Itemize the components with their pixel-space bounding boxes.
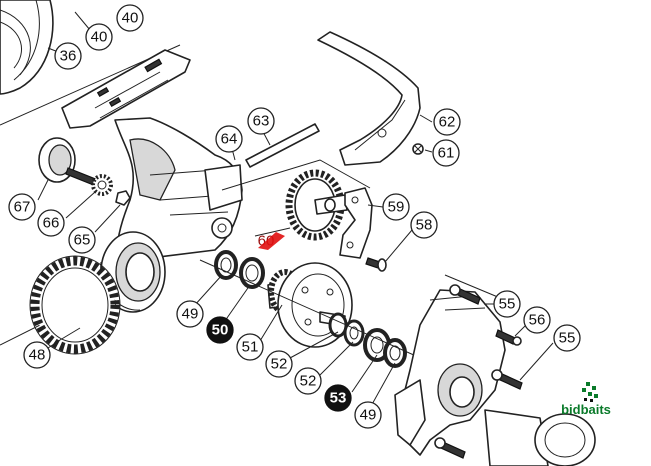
callout-61: 61 (432, 139, 460, 167)
svg-text:50: 50 (212, 322, 229, 339)
callout-66: 66 (37, 209, 65, 237)
bracket-part-59 (339, 187, 373, 259)
svg-text:53: 53 (330, 390, 347, 407)
bearing-part-50 (239, 257, 265, 289)
callout-40: 40 (116, 4, 144, 32)
screw-part-55b (491, 369, 523, 390)
svg-text:51: 51 (242, 339, 259, 356)
svg-text:55: 55 (559, 330, 576, 347)
pinion-gear-60 (285, 169, 348, 241)
svg-text:49: 49 (182, 306, 199, 323)
spool-part (0, 0, 54, 95)
callout-55: 55 (493, 290, 521, 318)
callout-67: 67 (8, 193, 36, 221)
callout-52: 52 (294, 367, 322, 395)
logo-icon (582, 382, 598, 402)
svg-text:65: 65 (74, 232, 91, 249)
nut-part-65 (115, 190, 131, 206)
callout-63: 63 (247, 107, 275, 135)
svg-text:36: 36 (60, 48, 77, 65)
logo-text: bidbaits (561, 402, 611, 417)
svg-text:40: 40 (122, 10, 139, 27)
watermark-logo: bidbaits (561, 382, 611, 417)
callout-56: 56 (523, 306, 551, 334)
callout-50: 50 (206, 316, 234, 344)
svg-text:62: 62 (439, 114, 456, 131)
svg-text:67: 67 (14, 199, 31, 216)
svg-text:61: 61 (438, 145, 455, 162)
cap-part (484, 409, 596, 466)
knob-part-67 (38, 137, 99, 187)
callout-55: 55 (553, 324, 581, 352)
callout-65: 65 (68, 226, 96, 254)
bearing-part-49b (383, 338, 407, 368)
washer-part-66 (91, 174, 113, 196)
screw-part-58 (365, 257, 387, 272)
callout-62: 62 (433, 108, 461, 136)
svg-text:63: 63 (253, 113, 270, 130)
callout-52: 52 (265, 350, 293, 378)
leader-lines (37, 11, 554, 409)
svg-text:40: 40 (91, 29, 108, 46)
svg-text:52: 52 (271, 356, 288, 373)
bearing-part-49a (214, 250, 238, 280)
screw-part-61 (412, 143, 424, 155)
callout-48: 48 (23, 341, 51, 369)
callout-53: 53 (324, 384, 352, 412)
svg-text:49: 49 (360, 407, 377, 424)
callout-49: 49 (354, 401, 382, 429)
gear-ring-48 (29, 255, 121, 355)
screw-part-56 (495, 329, 522, 346)
callout-40: 40 (85, 23, 113, 51)
callout-49: 49 (176, 300, 204, 328)
svg-text:58: 58 (416, 217, 433, 234)
rod-part-63 (245, 123, 320, 168)
callout-64: 64 (215, 125, 243, 153)
group-leader (221, 159, 371, 237)
callout-51: 51 (236, 333, 264, 361)
red-highlight-marker (258, 232, 285, 250)
svg-text:56: 56 (529, 312, 546, 329)
callout-59: 59 (382, 193, 410, 221)
svg-text:55: 55 (499, 296, 516, 313)
callout-58: 58 (410, 211, 438, 239)
svg-text:48: 48 (29, 347, 46, 364)
callout-36: 36 (54, 42, 82, 70)
svg-text:59: 59 (388, 199, 405, 216)
screw-part-55a (449, 284, 481, 305)
svg-text:64: 64 (221, 131, 238, 148)
svg-text:66: 66 (43, 215, 60, 232)
screw-part-bottom (434, 437, 466, 459)
svg-text:52: 52 (300, 373, 317, 390)
bail-arm-part-62 (317, 31, 421, 166)
bushing-part-52b (343, 319, 365, 347)
reel-body-part (61, 49, 243, 313)
